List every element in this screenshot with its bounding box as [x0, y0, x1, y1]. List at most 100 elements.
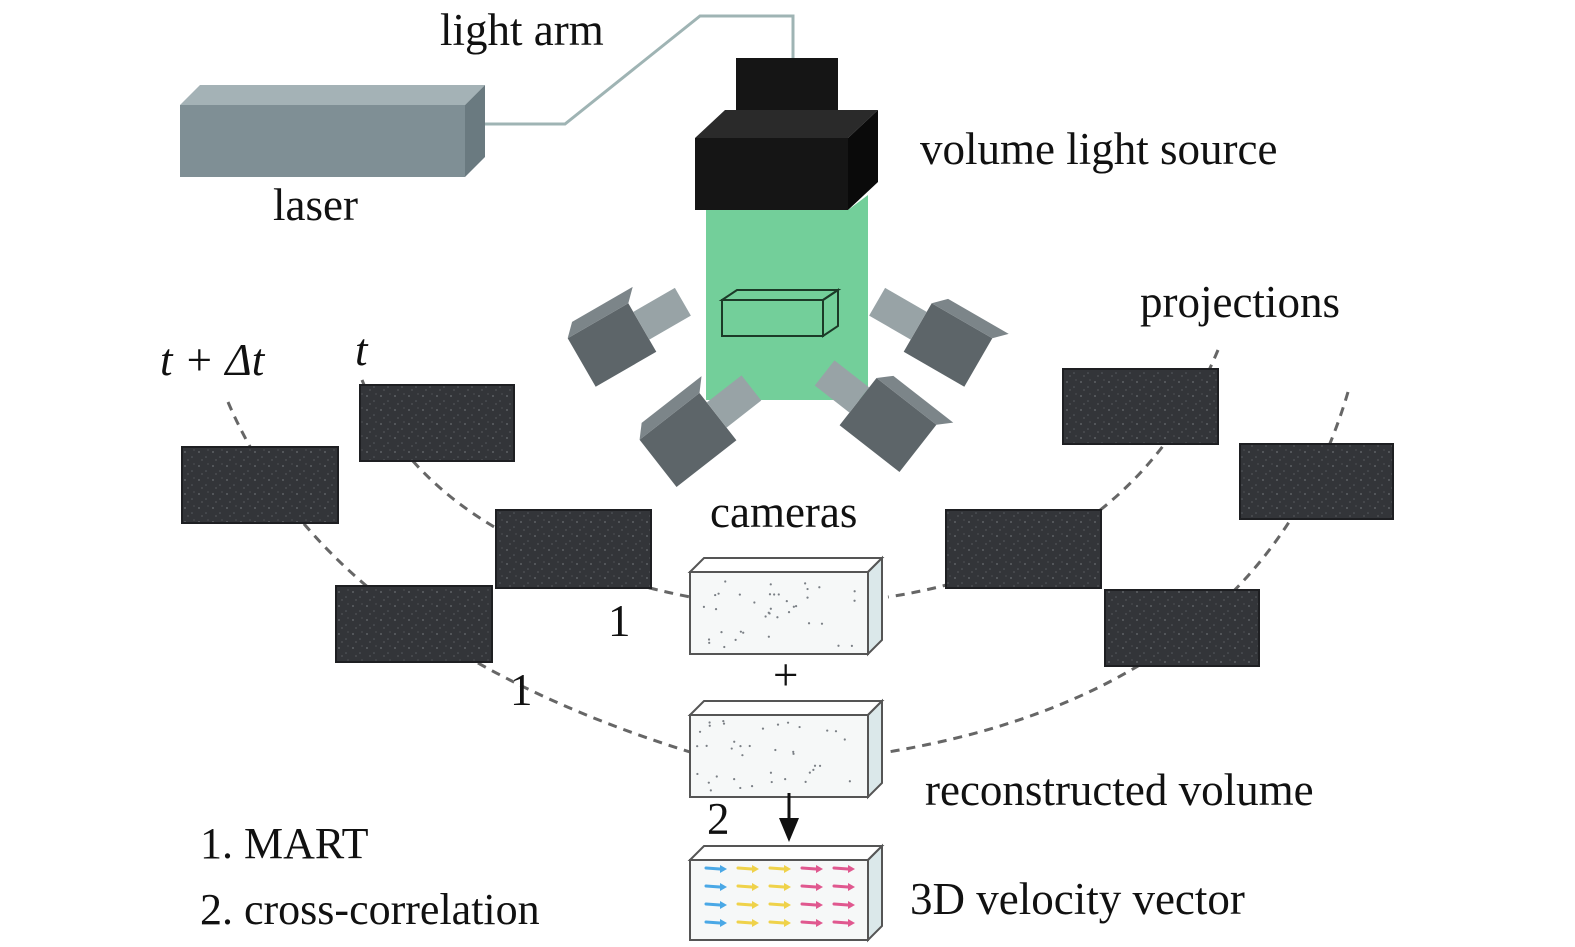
projection-image-left-3 — [495, 509, 652, 589]
projection-image-left-2 — [359, 384, 515, 462]
camera-upper-left — [567, 286, 691, 387]
particle — [785, 600, 788, 603]
particle — [705, 744, 708, 747]
projection-image-left-1 — [181, 446, 339, 524]
projection-image-left-4 — [335, 585, 493, 663]
legend-item-mart: 1. MART — [200, 819, 369, 868]
velocity-vector-arrow — [800, 865, 823, 873]
particle — [742, 631, 745, 634]
particle — [696, 745, 699, 748]
camera-upper-right — [869, 287, 1009, 387]
particle — [820, 622, 824, 625]
velocity-vector-arrow — [736, 901, 759, 909]
time-t-plus-dt-label: t + Δt — [160, 335, 266, 385]
particle — [739, 630, 742, 633]
particle — [738, 593, 741, 596]
particle — [784, 778, 787, 781]
particle — [733, 778, 736, 781]
particle — [818, 586, 821, 589]
particle — [776, 616, 779, 619]
laser-top-face — [180, 85, 485, 105]
camera-lower-left — [639, 375, 762, 488]
step-one-center-label: 1 — [608, 596, 631, 646]
particle — [818, 764, 822, 767]
velocity-vector-arrow — [768, 883, 791, 891]
particle — [837, 644, 840, 647]
particle — [767, 635, 770, 638]
particle — [777, 593, 780, 596]
particle — [853, 599, 856, 602]
laser-front-face — [180, 105, 465, 177]
particle — [720, 630, 723, 634]
particle — [707, 781, 710, 784]
particle — [806, 596, 809, 599]
velocity-vector-arrow — [704, 901, 727, 909]
velocity-vector-arrow — [768, 919, 791, 927]
particle — [806, 587, 809, 591]
projection-image-right-4 — [1104, 589, 1260, 667]
particle — [769, 583, 772, 586]
particle — [714, 593, 717, 597]
velocity-vector-arrow — [736, 919, 759, 927]
particle — [708, 724, 711, 727]
time-t-label: t — [355, 325, 369, 375]
step-two-label: 2 — [707, 794, 730, 844]
particle — [786, 721, 790, 724]
particle — [792, 605, 795, 608]
particle — [804, 582, 807, 585]
particle — [798, 725, 801, 729]
particle — [794, 605, 798, 608]
laser-label: laser — [273, 180, 358, 230]
particle — [808, 771, 811, 774]
particle — [768, 593, 772, 596]
light-source-side — [848, 110, 878, 210]
measurement-volume-side — [822, 288, 839, 338]
particle — [715, 775, 718, 778]
projection-image-right-1 — [1062, 368, 1219, 445]
velocity-vector-arrow — [800, 901, 823, 909]
light-arm-label: light arm — [440, 5, 604, 55]
particle — [773, 593, 776, 596]
velocity-vector-arrow — [800, 919, 823, 927]
particle — [776, 723, 780, 726]
particle — [774, 748, 777, 752]
particle — [717, 592, 720, 595]
velocity-vector-arrow — [704, 883, 727, 891]
laser-unit — [180, 85, 485, 177]
projection-image-right-2 — [1239, 443, 1394, 520]
particle — [764, 615, 767, 618]
particle — [792, 750, 795, 753]
light-source-head — [736, 58, 838, 113]
velocity-vector-arrow — [704, 919, 727, 927]
particle — [804, 780, 807, 783]
particle — [739, 745, 742, 748]
velocity-vector-label: 3D velocity vector — [910, 874, 1245, 924]
camera-lower-right — [814, 360, 954, 473]
volume-light-source-unit — [695, 58, 878, 210]
particle — [698, 730, 702, 733]
velocity-vector-arrow — [736, 883, 759, 891]
velocity-vector-arrow — [768, 901, 791, 909]
particle — [769, 771, 773, 774]
reconstructed-volume-t-plus-dt — [687, 698, 885, 800]
step-one-left-label: 1 — [510, 665, 533, 715]
particle — [850, 644, 853, 647]
light-beam — [706, 195, 868, 400]
particle — [769, 607, 772, 610]
particle — [834, 730, 838, 733]
projection-images — [181, 368, 1394, 667]
velocity-vector-arrow — [736, 865, 759, 873]
particle — [708, 721, 711, 724]
light-source-top — [695, 110, 878, 138]
plus-sign: + — [773, 650, 798, 700]
particle — [812, 768, 815, 771]
particle — [696, 772, 699, 776]
reconstructed-volume-t — [687, 555, 885, 657]
particle — [767, 611, 770, 614]
velocity-vector-arrow — [832, 883, 855, 891]
particle — [761, 727, 765, 730]
particle — [787, 611, 791, 614]
velocity-vector-arrow — [832, 919, 855, 927]
